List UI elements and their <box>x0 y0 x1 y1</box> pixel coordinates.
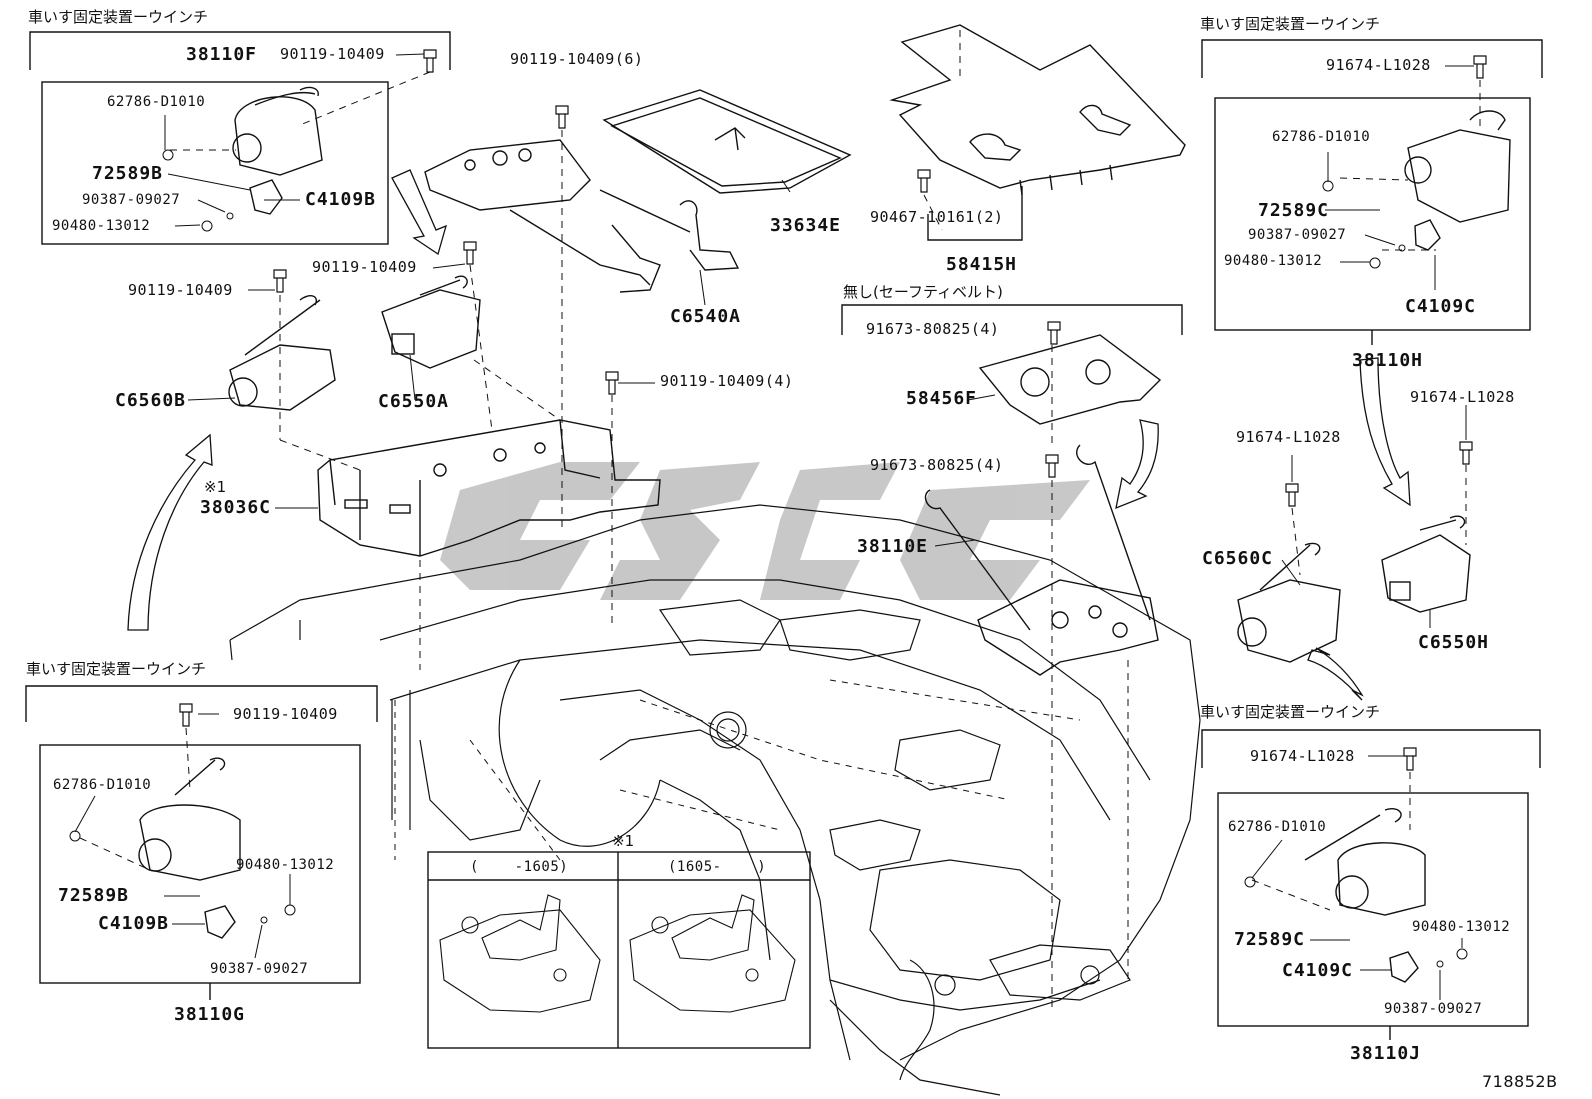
part-label-90480-13012-b[interactable]: 90480-13012 <box>1224 253 1323 269</box>
part-label-90119-10409-a[interactable]: 90119-10409 <box>280 45 385 63</box>
part-label-90387-09027-a[interactable]: 90387-09027 <box>82 192 181 208</box>
part-label-62786-D1010-d[interactable]: 62786-D1010 <box>1228 819 1327 835</box>
assembly-dashed-lines <box>79 30 1481 1010</box>
inset-header-after: (1605- ) <box>668 859 767 875</box>
part-58456F-plate <box>978 334 1162 425</box>
part-label-90480-13012-d[interactable]: 90480-13012 <box>1412 919 1511 935</box>
part-label-C4109C-b[interactable]: C4109C <box>1282 960 1354 981</box>
group-box-38110F <box>29 31 451 245</box>
part-label-38110G[interactable]: 38110G <box>174 1004 246 1025</box>
winch-unit-C6550A <box>381 275 481 369</box>
winch-unit-38110H <box>1404 110 1511 251</box>
inset-drawing-before-1605 <box>439 894 601 1013</box>
part-label-90119-10409-b[interactable]: 90119-10409 <box>312 258 417 276</box>
bracket-58415H <box>927 186 1023 241</box>
part-label-90480-13012-c[interactable]: 90480-13012 <box>236 857 335 873</box>
bolts <box>179 49 1487 771</box>
part-label-C6540A[interactable]: C6540A <box>670 306 742 327</box>
winch-unit-C6550H <box>1381 515 1471 613</box>
part-label-C6550A[interactable]: C6550A <box>378 391 450 412</box>
part-label-91673-80825-a[interactable]: 91673-80825(4) <box>866 320 1000 338</box>
winch-unit-C6560B <box>228 295 336 411</box>
group-box-38110J <box>1201 729 1541 1040</box>
part-label-38110H[interactable]: 38110H <box>1352 350 1424 371</box>
part-label-72589C-a[interactable]: 72589C <box>1258 200 1330 221</box>
part-label-C4109C-a[interactable]: C4109C <box>1405 296 1477 317</box>
part-label-C6560B[interactable]: C6560B <box>115 390 187 411</box>
assembly-arrows <box>127 169 1411 701</box>
inset-box <box>427 851 811 1049</box>
small-fasteners <box>69 149 1468 968</box>
no-seatbelt-title: 無し(セーフティベルト) <box>843 283 1003 301</box>
part-label-90467-10161-2[interactable]: 90467-10161(2) <box>870 208 1004 226</box>
part-label-91674-L1028-d[interactable]: 91674-L1028 <box>1250 747 1355 765</box>
part-label-90119-10409-6[interactable]: 90119-10409(6) <box>510 50 644 68</box>
part-label-91674-L1028-b[interactable]: 91674-L1028 <box>1410 388 1515 406</box>
winch-unit-C6560C <box>1237 542 1341 663</box>
group-box-38110G <box>25 685 378 1000</box>
group-box-38110H <box>1201 39 1543 345</box>
inset-drawing-after-1605 <box>629 894 796 1013</box>
part-label-72589B-a[interactable]: 72589B <box>92 163 164 184</box>
part-label-90387-09027-c[interactable]: 90387-09027 <box>210 961 309 977</box>
leader-lines <box>74 53 1474 1000</box>
part-label-90119-10409-4[interactable]: 90119-10409(4) <box>660 372 794 390</box>
part-label-33634E[interactable]: 33634E <box>770 215 842 236</box>
part-label-62786-D1010-c[interactable]: 62786-D1010 <box>53 777 152 793</box>
winch-unit-38110G <box>138 757 241 939</box>
group-title-bottom-left: 車いす固定装置ーウインチ <box>26 660 207 678</box>
group-title-top-left: 車いす固定装置ーウインチ <box>28 8 209 26</box>
part-58415H-sheet <box>889 24 1186 196</box>
part-label-62786-D1010-a[interactable]: 62786-D1010 <box>107 94 206 110</box>
diagram-id: 718852B <box>1482 1072 1558 1091</box>
part-label-91674-L1028-c[interactable]: 91674-L1028 <box>1236 428 1341 446</box>
part-label-90387-09027-b[interactable]: 90387-09027 <box>1248 227 1347 243</box>
part-38110E-base <box>924 444 1159 676</box>
part-label-C4109B-b[interactable]: C4109B <box>98 913 170 934</box>
note-mark-inset: ※1 <box>612 832 635 850</box>
group-title-top-right: 車いす固定装置ーウインチ <box>1200 15 1381 33</box>
group-box-no-seatbelt <box>841 304 1183 335</box>
part-33634E-cover <box>602 89 852 194</box>
note-mark-38036C: ※1 <box>204 478 227 496</box>
part-38036C-frame <box>317 419 661 557</box>
part-label-90119-10409-d[interactable]: 90119-10409 <box>233 705 338 723</box>
part-label-90387-09027-d[interactable]: 90387-09027 <box>1384 1001 1483 1017</box>
part-label-91674-L1028-a[interactable]: 91674-L1028 <box>1326 56 1431 74</box>
part-label-72589C-b[interactable]: 72589C <box>1234 929 1306 950</box>
part-label-38110E[interactable]: 38110E <box>857 536 929 557</box>
part-label-38036C[interactable]: 38036C <box>200 497 272 518</box>
part-label-C4109B-a[interactable]: C4109B <box>305 189 377 210</box>
part-label-58415H[interactable]: 58415H <box>946 254 1018 275</box>
part-label-58456F[interactable]: 58456F <box>906 388 978 409</box>
part-label-C6560C[interactable]: C6560C <box>1202 548 1274 569</box>
floor-dashed-lines <box>394 679 1081 861</box>
part-label-90480-13012-a[interactable]: 90480-13012 <box>52 218 151 234</box>
winch-unit-38110F <box>232 86 323 215</box>
inset-header-before: ( -1605) <box>470 859 569 875</box>
part-label-38110J[interactable]: 38110J <box>1350 1043 1422 1064</box>
part-label-72589B-b[interactable]: 72589B <box>58 885 130 906</box>
part-label-91673-80825-b[interactable]: 91673-80825(4) <box>870 456 1004 474</box>
winch-unit-38110J <box>1304 808 1426 983</box>
part-label-C6550H[interactable]: C6550H <box>1418 632 1490 653</box>
vehicle-floor-body <box>229 504 1201 1096</box>
part-label-38110F[interactable]: 38110F <box>186 44 258 65</box>
part-label-90119-10409-c[interactable]: 90119-10409 <box>128 281 233 299</box>
part-winch-base-top <box>424 139 740 293</box>
part-label-62786-D1010-b[interactable]: 62786-D1010 <box>1272 129 1371 145</box>
group-title-bottom-right: 車いす固定装置ーウインチ <box>1200 703 1381 721</box>
watermark-logo <box>440 462 1090 600</box>
